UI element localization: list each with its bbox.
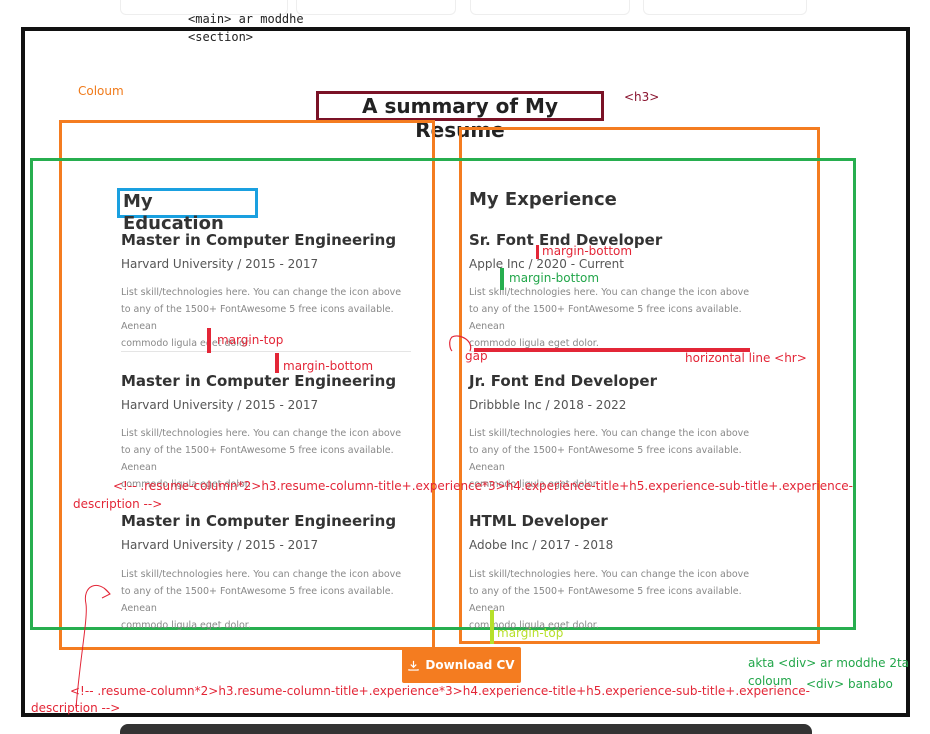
desc-line: List skill/technologies here. You can ch… [469,287,750,298]
education-divider [121,351,411,352]
download-cv-button[interactable]: Download CV [402,647,521,683]
main-note: <main> ar moddhe [188,12,304,26]
desc-line: commodo ligula eget dolor. [469,620,599,631]
experience-item-desc: List skill/technologies here. You can ch… [469,425,769,493]
experience-item-desc: List skill/technologies here. You can ch… [469,566,769,634]
section-note: <section> [188,30,254,44]
experience-item-title: Jr. Font End Developer [469,372,657,390]
desc-line: commodo ligula eget dolor. [121,620,251,631]
desc-line: List skill/technologies here. You can ch… [121,569,402,580]
wrapper-note-1: akta <div> ar moddhe 2ta [748,656,910,670]
margin-mark [536,245,539,259]
download-icon [408,660,420,671]
margin-bottom-label: margin-bottom [542,244,633,258]
education-item-sub: Harvard University / 2015 - 2017 [121,257,319,271]
experience-item-title: HTML Developer [469,512,608,530]
wrapper-note-2: coloum [748,674,792,688]
margin-bottom-label: margin-bottom [283,359,374,373]
margin-mark [207,328,211,353]
section-title: A summary of My Resume [316,91,604,142]
coloum-label: Coloum [78,84,124,98]
education-item-desc: List skill/technologies here. You can ch… [121,284,421,352]
experience-item-desc: List skill/technologies here. You can ch… [469,284,769,352]
desc-line: List skill/technologies here. You can ch… [121,428,402,439]
gap-label: gap [465,349,488,363]
curved-arrow [75,584,111,709]
column-box-right [459,127,820,644]
experience-item-title: Sr. Font End Developer [469,231,663,249]
hr-label: horizontal line <hr> [685,351,807,365]
section-frame [21,27,910,717]
margin-top-label: margin-top [217,333,284,347]
main-annotation: <main> ar moddhe <section> [188,10,304,46]
emmet-comment-1b: description --> [73,497,163,511]
tab-remnant [643,0,807,15]
desc-line: to any of the 1500+ FontAwesome 5 free i… [121,586,394,614]
desc-line: List skill/technologies here. You can ch… [121,287,402,298]
education-item-title: Master in Computer Engineering [121,231,397,249]
margin-mark [275,353,279,373]
education-item-title: Master in Computer Engineering [121,512,397,530]
emmet-comment-2: <!-- .resume-column*2>h3.resume-column-t… [70,684,811,698]
education-item-desc: List skill/technologies here. You can ch… [121,566,421,634]
wrapper-note-3: <div> banabo [806,677,893,691]
h3-label: <h3> [624,90,660,104]
desc-line: to any of the 1500+ FontAwesome 5 free i… [469,445,742,473]
education-title: My Education [117,188,258,234]
hr-marker [474,348,750,352]
education-item-title: Master in Computer Engineering [121,372,397,390]
emmet-comment-2b: description --> [31,701,121,715]
margin-bottom-label: margin-bottom [509,271,600,285]
experience-item-sub: Apple Inc / 2020 - Current [469,257,624,271]
experience-title: My Experience [469,189,617,210]
experience-item-sub: Adobe Inc / 2017 - 2018 [469,538,614,552]
desc-line: commodo ligula eget dolor. [469,479,599,490]
column-box-left [59,120,435,650]
download-cv-label: Download CV [425,658,515,672]
desc-line: List skill/technologies here. You can ch… [469,569,750,580]
wrapper-div-box [30,158,856,630]
desc-line: commodo ligula eget dolor. [121,479,251,490]
tab-remnant [120,0,288,15]
experience-item-sub: Dribbble Inc / 2018 - 2022 [469,398,627,412]
desc-line: to any of the 1500+ FontAwesome 5 free i… [121,445,394,473]
margin-mark [490,610,494,644]
emmet-comment-1: <!-- .resume-column*2>h3.resume-column-t… [113,479,854,493]
education-item-desc: List skill/technologies here. You can ch… [121,425,421,493]
desc-line: to any of the 1500+ FontAwesome 5 free i… [121,304,394,332]
gap-arrow [449,335,472,352]
margin-top-label: margin-top [497,626,564,640]
desc-line: List skill/technologies here. You can ch… [469,428,750,439]
tab-remnant [296,0,456,15]
education-item-sub: Harvard University / 2015 - 2017 [121,538,319,552]
desc-line: commodo ligula eget dolor. [469,338,599,349]
desc-line: to any of the 1500+ FontAwesome 5 free i… [469,586,742,614]
margin-mark [500,268,504,290]
education-item-sub: Harvard University / 2015 - 2017 [121,398,319,412]
tab-remnant [470,0,630,15]
desc-line: commodo ligula eget dolor. [121,338,251,349]
desc-line: to any of the 1500+ FontAwesome 5 free i… [469,304,742,332]
bottom-bar [120,724,812,734]
